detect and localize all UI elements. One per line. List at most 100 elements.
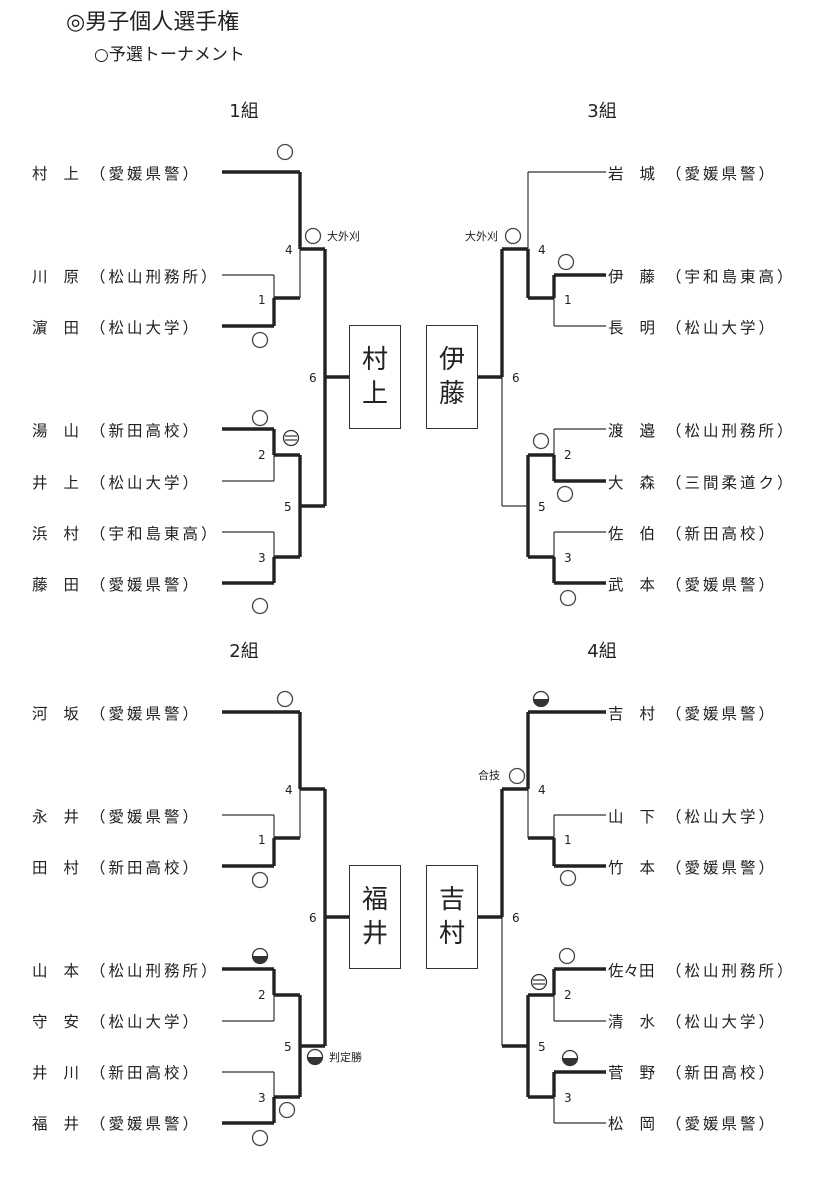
player-row: 湯山（新田高校）	[32, 419, 201, 441]
match-number: 4	[538, 783, 546, 797]
player-row: 井川（新田高校）	[32, 1061, 201, 1083]
player-team: （愛媛県警）	[666, 705, 778, 723]
winner-char: 村	[438, 919, 465, 949]
match-number: 5	[538, 500, 546, 514]
player-row: 山本（松山刑務所）	[32, 959, 220, 981]
player-row: 佐々田 （松山刑務所）	[608, 959, 796, 981]
winner-char: 伊	[438, 345, 465, 375]
player-name: 大森	[608, 474, 672, 492]
player-row: 佐伯（新田高校）	[608, 522, 777, 544]
ippon-mark-icon	[559, 869, 577, 887]
player-row: 濵田（松山大学）	[32, 316, 201, 338]
ippon-mark-icon	[251, 331, 269, 349]
technique-label: 合技	[478, 768, 500, 782]
player-team: （愛媛県警）	[90, 808, 202, 826]
player-name: 武本	[608, 576, 672, 594]
player-name: 菅野	[608, 1064, 672, 1082]
match-number: 3	[258, 551, 266, 565]
player-team: （愛媛県警）	[90, 165, 202, 183]
player-row: 長明（松山大学）	[608, 316, 777, 338]
technique-label: 大外刈	[465, 229, 498, 243]
player-name: 井上	[32, 474, 96, 492]
ippon-mark-icon	[508, 767, 526, 785]
match-number: 1	[564, 293, 572, 307]
waza-ari-fill	[252, 956, 268, 964]
player-team: （松山大学）	[666, 1013, 778, 1031]
match-number: 3	[564, 551, 572, 565]
waza-ari-fill	[562, 1058, 578, 1066]
player-team: （新田高校）	[666, 1064, 778, 1082]
player-team: （松山大学）	[90, 474, 202, 492]
winner-char: 福	[361, 885, 388, 915]
winner-char: 村	[361, 345, 388, 375]
ippon-mark-icon	[251, 871, 269, 889]
ippon-mark-icon	[276, 690, 294, 708]
player-name: 渡邉	[608, 422, 672, 440]
player-name: 井川	[32, 1064, 96, 1082]
player-row: 河坂（愛媛県警）	[32, 702, 201, 724]
player-team: （愛媛県警）	[666, 165, 778, 183]
match-number: 2	[258, 988, 266, 1002]
ippon-mark-icon	[251, 409, 269, 427]
player-row: 川原（松山刑務所）	[32, 265, 220, 287]
match-number: 6	[512, 371, 520, 385]
player-team: （愛媛県警）	[666, 1115, 778, 1133]
player-team: （三間柔道ク）	[666, 474, 796, 492]
ippon-mark-icon	[504, 227, 522, 245]
player-name: 川原	[32, 268, 96, 286]
player-name: 村上	[32, 165, 96, 183]
player-name: 佐々田	[608, 962, 655, 980]
match-number: 1	[258, 833, 266, 847]
player-name: 藤田	[32, 576, 96, 594]
player-name: 山下	[608, 808, 672, 826]
match-number: 1	[258, 293, 266, 307]
player-row: 伊藤（宇和島東高）	[608, 265, 796, 287]
match-number: 6	[512, 911, 520, 925]
page-title: ◎男子個人選手権	[66, 10, 240, 35]
player-name: 福井	[32, 1115, 96, 1133]
player-row: 清水（松山大学）	[608, 1010, 777, 1032]
player-name: 濵田	[32, 319, 96, 337]
technique-label: 判定勝	[329, 1050, 362, 1064]
player-row: 藤田（愛媛県警）	[32, 573, 201, 595]
match-number: 3	[564, 1091, 572, 1105]
player-team: （松山刑務所）	[666, 962, 796, 980]
player-name: 山本	[32, 962, 96, 980]
player-name: 清水	[608, 1013, 672, 1031]
player-team: （松山刑務所）	[90, 268, 220, 286]
technique-label: 大外刈	[327, 229, 360, 243]
ippon-mark-icon	[559, 589, 577, 607]
decision-mark-icon	[530, 973, 548, 991]
player-row: 田村（新田高校）	[32, 856, 201, 878]
winner-box-group1: 村上	[349, 325, 401, 429]
player-name: 吉村	[608, 705, 672, 723]
group-label-4: 4組	[587, 641, 617, 662]
player-name: 長明	[608, 319, 672, 337]
player-team: （愛媛県警）	[666, 859, 778, 877]
player-row: 竹本（愛媛県警）	[608, 856, 777, 878]
player-team: （宇和島東高）	[90, 525, 220, 543]
winner-char: 井	[361, 919, 388, 949]
match-number: 5	[284, 1040, 292, 1054]
player-name: 松岡	[608, 1115, 672, 1133]
player-name: 浜村	[32, 525, 96, 543]
player-row: 井上（松山大学）	[32, 471, 201, 493]
player-row: 松岡（愛媛県警）	[608, 1112, 777, 1134]
match-number: 5	[538, 1040, 546, 1054]
group-label-2: 2組	[229, 641, 259, 662]
player-name: 岩城	[608, 165, 672, 183]
match-number: 2	[258, 448, 266, 462]
match-number: 2	[564, 448, 572, 462]
player-team: （松山刑務所）	[90, 962, 220, 980]
winner-box-group4: 吉村	[426, 865, 478, 969]
player-name: 田村	[32, 859, 96, 877]
player-name: 守安	[32, 1013, 96, 1031]
player-name: 伊藤	[608, 268, 672, 286]
ippon-mark-icon	[557, 253, 575, 271]
player-row: 吉村（愛媛県警）	[608, 702, 777, 724]
player-name: 河坂	[32, 705, 96, 723]
group-label-3: 3組	[587, 101, 617, 122]
winner-char: 吉	[438, 885, 465, 915]
match-number: 6	[309, 371, 317, 385]
